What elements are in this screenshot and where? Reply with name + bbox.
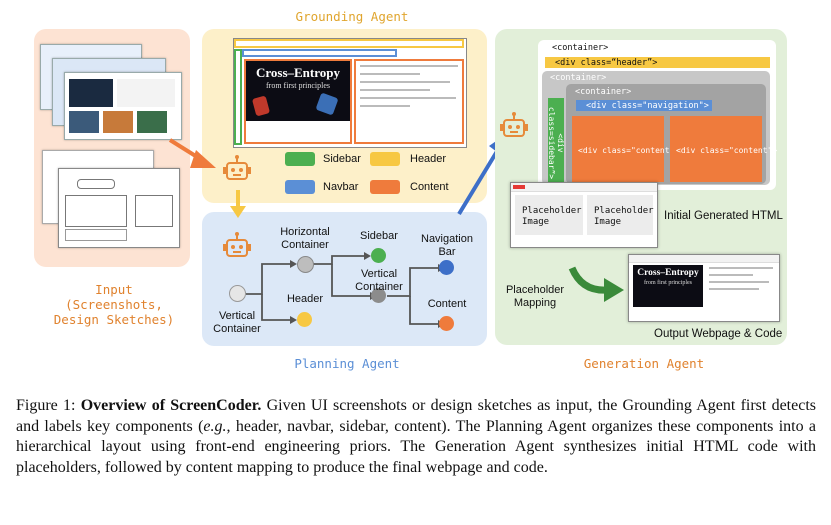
yt-sidebar-box — [234, 49, 242, 145]
node-sidebar — [371, 248, 386, 263]
header-div-label: <div class=“header”> — [555, 58, 658, 68]
container2-label: <container> — [550, 73, 607, 83]
label-navigation-bar: Navigation Bar — [414, 233, 480, 259]
input-arrow-icon — [168, 138, 216, 168]
caption-text-1: Given UI screenshots or design sketches … — [16, 397, 816, 435]
yt-content-box-2 — [354, 59, 464, 144]
thumbnail-title-2: from first principles — [266, 81, 330, 90]
initial-html-preview — [510, 182, 658, 248]
label-navigation-bar-line-2: Bar — [438, 246, 456, 258]
sidebar-div-label: <div class=sidebar”> — [547, 106, 565, 180]
placeholder-image-1-line-1: Placeholder — [522, 206, 582, 216]
down-arrow-icon — [230, 190, 246, 218]
label-navigation-bar-line-1: Navigation — [421, 233, 473, 245]
placeholder-image-2-line-2: Image — [594, 217, 622, 227]
output-webpage-preview: Cross–Entropy from first principles — [628, 254, 780, 322]
header-div-bar — [545, 57, 770, 68]
content-div-2-label: <div class="content"> — [676, 146, 778, 155]
content-div-1-box — [572, 116, 664, 182]
label-vertical-container-line-2: Container — [213, 323, 261, 335]
label-vertical-container-2-line-1: Vertical — [360, 268, 398, 280]
content-div-2-box — [670, 116, 762, 182]
label-vertical-container-2: Vertical Container — [346, 268, 412, 294]
node-navigation-bar — [439, 260, 454, 275]
content-div-1-label: <div class="content"> — [578, 146, 680, 155]
placeholder-image-2-line-1: Placeholder — [594, 206, 654, 216]
legend-navbar-label: Navbar — [323, 181, 359, 193]
input-screenshot-3 — [64, 72, 182, 140]
output-thumbnail-title-2: from first principles — [644, 280, 692, 286]
node-content — [439, 316, 454, 331]
input-sketch-2 — [58, 168, 180, 248]
yt-navbar-box — [242, 49, 397, 57]
legend-sidebar-label: Sidebar — [323, 153, 361, 165]
navigation-div-bar — [576, 100, 712, 111]
caption-fig: Figure 1: — [16, 397, 81, 414]
label-horizontal-container-line-2: Container — [281, 239, 329, 251]
output-thumbnail-title-1: Cross–Entropy — [637, 268, 699, 278]
input-title-line-1: Input — [95, 282, 133, 297]
generation-title: Generation Agent — [583, 356, 705, 371]
legend-content-label: Content — [410, 181, 449, 193]
placeholder-mapping-line-2: Mapping — [513, 297, 557, 309]
legend-header-label: Header — [410, 153, 447, 165]
outer-container-label: <container> — [552, 43, 609, 53]
placeholder-image-2: Placeholder Image — [594, 206, 654, 228]
figure-caption: Figure 1: Overview of ScreenCoder. Given… — [16, 396, 816, 478]
output-label: Output Webpage & Code — [654, 328, 783, 340]
thumbnail-title-1: Cross–Entropy — [255, 65, 341, 80]
caption-eg: e.g. — [203, 417, 227, 435]
grounding-screenshot: Cross–Entropy from first principles — [233, 38, 467, 148]
label-content: Content — [427, 298, 467, 310]
grounding-title: Grounding Agent — [295, 9, 409, 24]
placeholder-mapping-label: Placeholder Mapping — [500, 284, 570, 310]
caption-text-2: , header, navbar, sidebar, content). The… — [16, 417, 817, 476]
placeholder-mapping-line-1: Placeholder — [505, 284, 565, 296]
initial-html-label: Initial Generated HTML — [664, 210, 783, 222]
legend-sidebar-swatch — [285, 152, 315, 166]
label-sidebar: Sidebar — [360, 230, 398, 242]
robot-icon — [222, 154, 252, 188]
input-title-line-3: Design Sketches) — [53, 312, 175, 327]
input-title: Input (Screenshots, Design Sketches) — [44, 282, 184, 327]
generation-robot-icon — [499, 111, 529, 145]
legend-navbar-swatch — [285, 180, 315, 194]
label-vertical-container-line-1: Vertical — [218, 310, 256, 322]
label-vertical-container: Vertical Container — [204, 310, 270, 336]
input-title-line-2: (Screenshots, — [65, 297, 163, 312]
yt-content-box-1: Cross–Entropy from first principles — [244, 59, 352, 144]
container3-label: <container> — [575, 87, 632, 97]
label-horizontal-container-line-1: Horizontal — [280, 226, 330, 238]
placeholder-image-1: Placeholder Image — [522, 206, 582, 228]
node-vertical-container — [229, 285, 246, 302]
node-vertical-container-2 — [371, 288, 386, 303]
placeholder-image-1-line-2: Image — [522, 217, 550, 227]
legend-header-swatch — [370, 152, 400, 166]
node-header — [297, 312, 312, 327]
sidebar-div-bar — [548, 98, 564, 182]
label-horizontal-container: Horizontal Container — [272, 226, 338, 252]
navigation-div-label: <div class="navigation"> — [586, 101, 709, 111]
node-horizontal-container — [297, 256, 314, 273]
planning-robot-icon — [222, 231, 252, 265]
caption-bold: Overview of ScreenCoder. — [80, 397, 262, 414]
planning-title: Planning Agent — [294, 356, 400, 371]
mapping-arrow-icon — [568, 266, 624, 302]
label-header: Header — [286, 293, 324, 305]
legend-content-swatch — [370, 180, 400, 194]
label-vertical-container-2-line-2: Container — [355, 281, 403, 293]
yt-header-box — [234, 39, 464, 48]
